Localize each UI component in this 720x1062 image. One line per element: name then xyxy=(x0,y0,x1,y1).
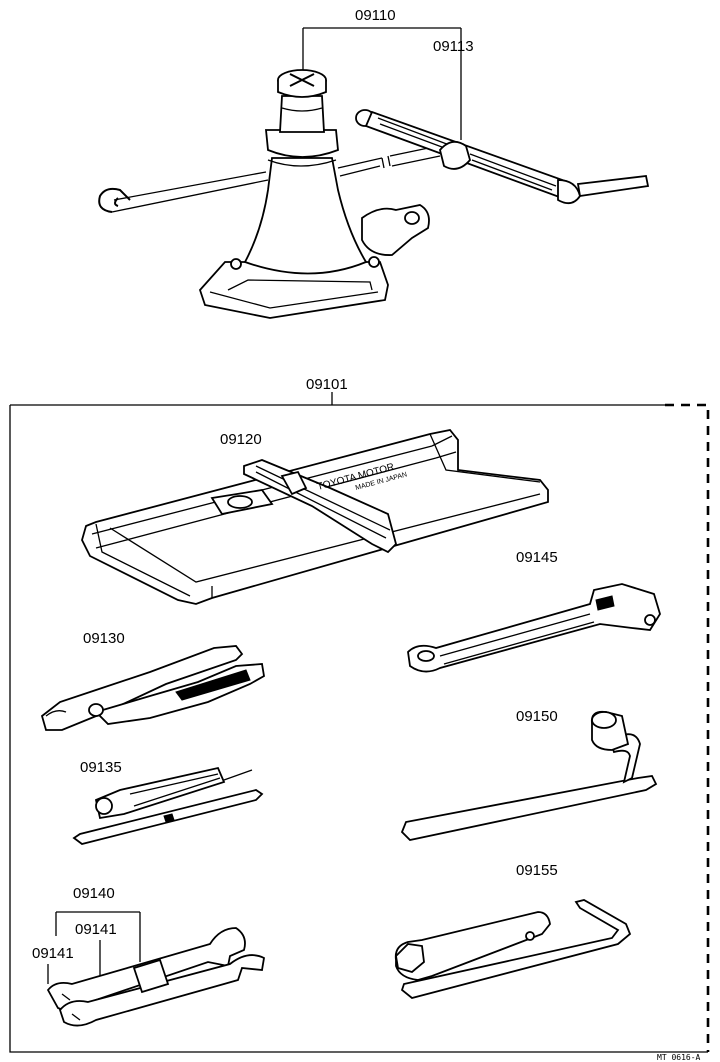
label-jack-set: 09110 xyxy=(355,7,396,24)
pliers xyxy=(40,645,265,731)
lug-wrench xyxy=(400,710,658,841)
screwdriver xyxy=(72,766,264,845)
label-tool-kit: 09101 xyxy=(306,376,348,393)
tool-bag xyxy=(81,429,549,605)
tool-kit-frame xyxy=(9,392,710,1053)
label-jack-handle: 09113 xyxy=(433,38,474,55)
scissor-jack xyxy=(98,69,441,319)
label-adjustable-wrench: 09145 xyxy=(516,549,558,566)
label-wrench-set: 09140 xyxy=(73,885,115,902)
label-wrench-b: 09141 xyxy=(32,945,74,962)
wrench-set-leaders xyxy=(47,911,141,984)
jack-leader-lines xyxy=(302,27,462,140)
plug-wrench xyxy=(394,899,632,999)
part-labels: 09110 09113 09101 09120 09130 09135 0914… xyxy=(32,7,558,962)
label-lug-wrench: 09150 xyxy=(516,708,558,725)
label-pliers: 09130 xyxy=(83,630,125,647)
label-wrench-a: 09141 xyxy=(75,921,117,938)
jack-handle xyxy=(355,109,650,205)
label-plug-wrench: 09155 xyxy=(516,862,558,879)
open-end-wrenches xyxy=(46,927,265,1027)
label-tool-bag: 09120 xyxy=(220,431,262,448)
adjustable-wrench xyxy=(407,583,661,673)
label-screwdriver: 09135 xyxy=(80,759,122,776)
figure-code: MT 0616-A xyxy=(657,1053,701,1062)
